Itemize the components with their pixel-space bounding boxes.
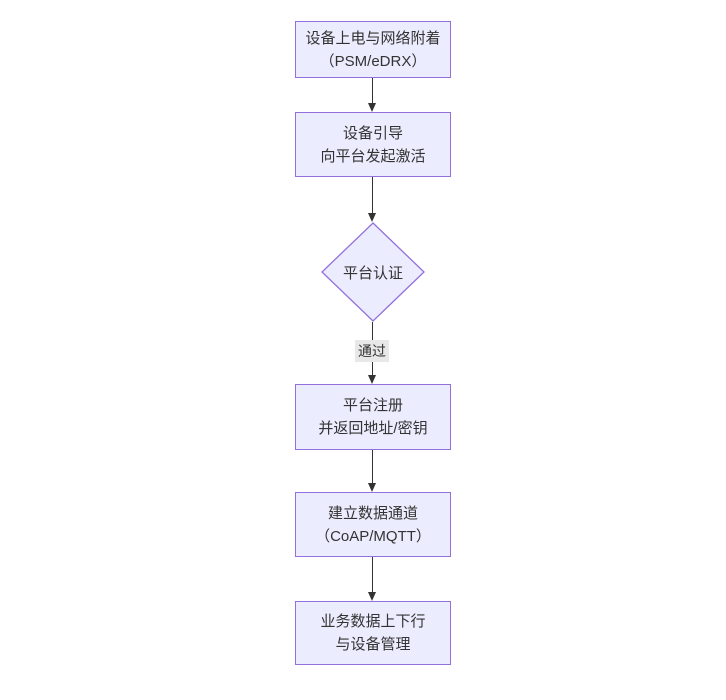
node-label: 设备上电与网络附着 [305,29,441,47]
node-label: 建立数据通道 [327,504,418,522]
node-label: 向平台发起激活 [320,147,426,165]
node-bootstrap: 设备引导 向平台发起激活 [295,112,451,177]
arrow-line [372,450,373,484]
node-platform-auth: 平台认证 [321,222,425,322]
node-data-channel: 建立数据通道 （CoAP/MQTT） [295,492,451,557]
arrow-line [372,557,373,593]
node-business-data: 业务数据上下行 与设备管理 [295,601,451,665]
arrowhead-down-icon [368,592,376,601]
node-platform-reg: 平台注册 并返回地址/密钥 [295,384,451,450]
arrowhead-down-icon [368,103,376,112]
node-label: （PSM/eDRX） [319,52,427,70]
node-label: 平台注册 [342,397,403,414]
arrow-power-to-bootstrap [368,78,377,112]
node-label: 设备引导 [342,124,403,142]
node-power-attach: 设备上电与网络附着 （PSM/eDRX） [295,21,451,78]
arrowhead-down-icon [368,213,376,222]
node-label: 业务数据上下行 [320,613,426,630]
arrow-line [372,177,373,214]
arrowhead-down-icon [368,375,376,384]
node-label: 与设备管理 [335,636,411,653]
node-label: （CoAP/MQTT） [315,527,431,545]
arrow-bootstrap-to-auth [368,177,377,222]
edge-label-pass: 通过 [355,340,389,362]
arrowhead-down-icon [368,483,376,492]
arrow-channel-to-business [368,557,377,601]
node-label: 并返回地址/密钥 [318,420,428,437]
node-label: 平台认证 [342,264,403,282]
arrow-line [372,78,373,104]
arrow-reg-to-channel [368,450,377,492]
diamond-shape-icon [321,222,425,322]
